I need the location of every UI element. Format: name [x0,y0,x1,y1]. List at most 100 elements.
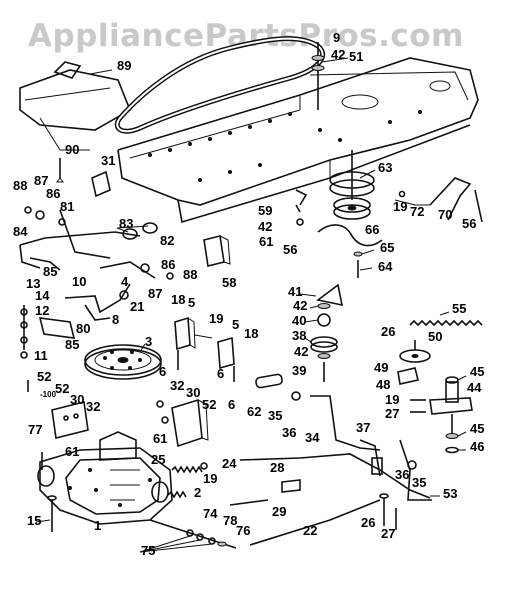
center-pulley-stack [310,283,344,382]
callout-48: 48 [376,377,390,392]
callout-5: 5 [232,317,239,332]
callout-35: 35 [268,408,282,423]
lever-8 [64,283,131,321]
callout-39: 39 [292,363,306,378]
callout-59: 59 [258,203,272,218]
callout-89: 89 [117,58,131,73]
callout-1: 1 [94,518,101,533]
idler-bracket-70 [394,177,483,223]
callout-35: 35 [412,475,426,490]
callout-62: 62 [247,404,261,419]
callout-78: 78 [223,513,237,528]
callout-86: 86 [46,186,60,201]
callout-19: 19 [385,392,399,407]
callout-30: 30 [186,385,200,400]
callout-52: 52 [202,397,216,412]
callout-31: 31 [101,153,115,168]
bracket-58 [203,235,231,267]
chassis-frame [117,57,479,224]
callout-14: 14 [35,288,50,303]
callout-88: 88 [183,267,197,282]
callout-4: 4 [121,274,129,289]
callout-30: 30 [70,392,84,407]
callout-42: 42 [258,219,272,234]
callout-75: 75 [141,543,155,558]
bracket-31 [56,158,111,198]
callout-26: 26 [361,515,375,530]
callout-36: 36 [282,425,296,440]
callout-81: 81 [60,199,74,214]
callout-90: 90 [65,142,79,157]
callout-56: 56 [462,216,476,231]
watermark-text: AppliancePartsPros.com [28,18,464,54]
callout-21: 21 [130,299,144,314]
callout-10: 10 [72,274,86,289]
pulley-63 [329,150,375,220]
spring-2 [167,490,187,499]
callout-70: 70 [438,207,452,222]
callout-32: 32 [86,399,100,414]
callout-49: 49 [374,360,388,375]
leader-lines [35,57,467,553]
callout-64: 64 [378,259,393,274]
callout-51: 51 [349,49,363,64]
hardware-64-65 [353,251,363,278]
callout-52: 52 [37,369,51,384]
callout-9: 9 [333,30,340,45]
left-hardware-stack [20,305,76,359]
callout-82: 82 [160,233,174,248]
callout-25: 25 [151,452,165,467]
callout-87: 87 [148,286,162,301]
callout-63: 63 [378,160,392,175]
callout-6: 6 [228,397,235,412]
callout-55: 55 [452,301,466,316]
callout-2: 2 [194,485,201,500]
callout-18: 18 [171,292,185,307]
callout-85: 85 [43,264,57,279]
callout-27: 27 [381,526,395,541]
callout-61: 61 [153,431,167,446]
callout-11: 11 [34,348,48,363]
spring-55 [409,319,483,327]
callout-3: 3 [145,334,152,349]
callout-46: 46 [470,439,484,454]
callout-6: 6 [217,366,224,381]
callout-32: 32 [170,378,184,393]
dash-panel [19,61,132,151]
brackets-5-6-18 [174,316,235,382]
callout-19: 19 [393,199,407,214]
callout-15: 15 [27,513,41,528]
spring-25 [171,462,208,474]
callout-24: 24 [222,456,237,471]
callout-42: 42 [294,344,308,359]
callout-65: 65 [380,240,394,255]
callout-28: 28 [270,460,284,475]
brake-bracket [27,380,209,470]
callout-41: 41 [288,284,302,299]
callout-38: 38 [292,328,306,343]
callout-85: 85 [65,337,79,352]
callout-45: 45 [470,364,484,379]
callout-19: 19 [203,471,217,486]
callout-12: 12 [35,303,49,318]
left-linkage [19,206,174,280]
callout-80: 80 [76,321,90,336]
callout-86: 86 [161,257,175,272]
callout-18: 18 [244,326,258,341]
callout-6: 6 [159,364,166,379]
callout-56: 56 [283,242,297,257]
transaxle-1 [37,431,173,525]
spindle-assembly [397,367,473,454]
callout-42: 42 [331,47,345,62]
callout-87: 87 [34,173,48,188]
small-label: -100 [40,390,57,399]
callout-42: 42 [293,298,307,313]
callout-72: 72 [410,204,424,219]
upper-bolt-stack [311,42,325,110]
callout-58: 58 [222,275,236,290]
callout-5: 5 [188,295,195,310]
callout-22: 22 [303,523,317,538]
callout-26: 26 [381,324,395,339]
